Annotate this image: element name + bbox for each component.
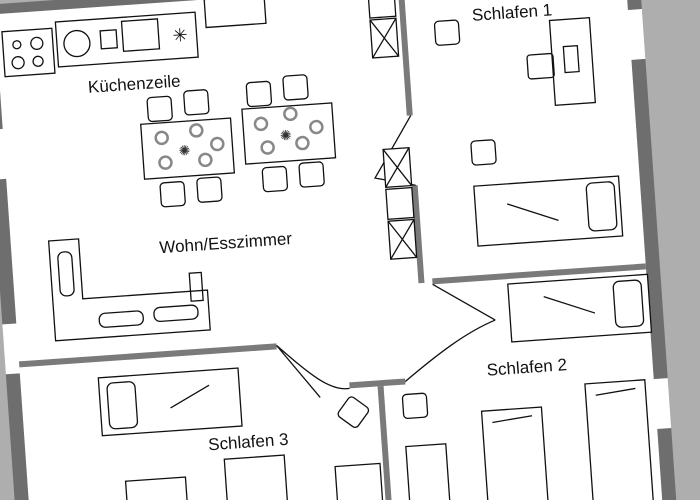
bedroom1-chair: [433, 19, 461, 46]
bedroom3-bed-lower-right: [223, 454, 292, 500]
sofa: [47, 238, 211, 342]
wall-bedroom3-top: [18, 343, 277, 368]
wall-center-horizontal: [349, 378, 406, 389]
window-left-1: [0, 128, 9, 180]
door-bedroom3: [275, 344, 350, 398]
wall-bedroom1-left-lower: [411, 185, 425, 284]
dining-table-2: ✺: [241, 74, 337, 193]
bedroom2-chair: [401, 392, 429, 420]
bedroom2-desk: [405, 443, 451, 500]
bedroom2-bed-right: [584, 379, 655, 500]
window-right-1: [623, 9, 646, 61]
window-left-2: [2, 323, 22, 375]
dining-table-1: ✺: [140, 89, 236, 208]
wardrobe-lower: [382, 146, 418, 260]
wardrobe-upper: [367, 0, 400, 59]
bedroom1-desk: [526, 17, 597, 107]
fridge-symbol-icon: ✳: [172, 25, 188, 46]
bedroom1-bed: [473, 175, 624, 247]
bedroom3-bed: [97, 367, 243, 437]
bedroom2-bed-left: [480, 406, 551, 500]
svg-text:✺: ✺: [178, 142, 191, 159]
bedroom3-bed-lower-left: [124, 476, 192, 500]
wall-bedroom1-bottom: [432, 263, 647, 285]
kitchen-appliance-top: [203, 0, 267, 29]
bedroom3-desk: [334, 462, 385, 500]
bedroom2-bed-top: [507, 273, 653, 343]
door-bedroom2: [404, 283, 496, 382]
svg-text:✺: ✺: [279, 127, 292, 144]
bedroom3-chair: [337, 396, 370, 428]
bedroom1-stool: [470, 139, 497, 166]
kitchen-counter: ✳: [1, 11, 199, 78]
window-right-2: [649, 378, 672, 430]
wall-bedroom1-left: [397, 0, 413, 116]
wall-bedroom2-left: [377, 385, 395, 500]
